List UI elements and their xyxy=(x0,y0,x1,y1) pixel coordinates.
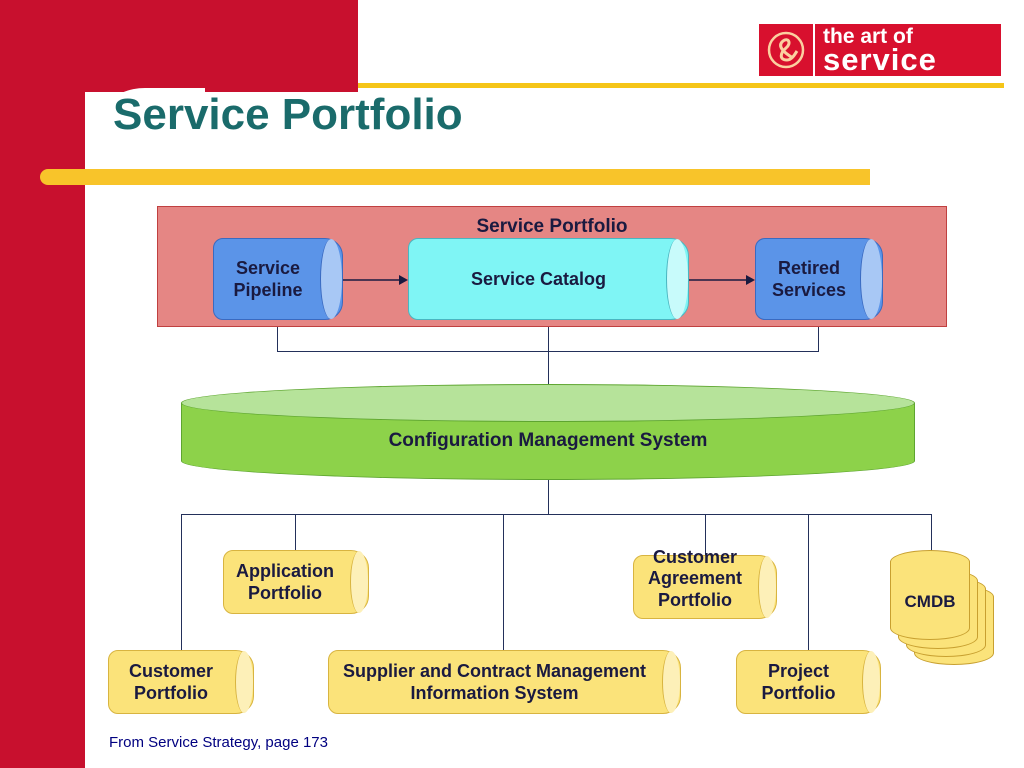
service-pipeline-label-line2: Pipeline xyxy=(233,280,303,300)
corner-curve xyxy=(85,88,205,208)
connector-line xyxy=(503,514,504,651)
project-portfolio-label-line2: Portfolio xyxy=(761,683,836,703)
logo-text-line1: the art of xyxy=(823,25,913,48)
service-catalog-label: Service Catalog xyxy=(470,268,607,289)
connector-line xyxy=(808,514,809,651)
service-pipeline-label-line1: Service xyxy=(235,257,301,278)
connector-line xyxy=(705,514,706,556)
cms-label: Configuration Management System xyxy=(388,430,708,451)
connector-line xyxy=(277,319,278,352)
customer-agreement-label-line3: Portfolio xyxy=(658,589,732,610)
connector-line xyxy=(548,319,549,385)
connector-line xyxy=(181,514,932,515)
cylinder-cap xyxy=(666,239,688,319)
ampersand-logo-icon xyxy=(759,24,815,76)
cylinder-cap xyxy=(860,239,882,319)
cms-disk-top xyxy=(181,384,915,422)
service-catalog-node: Service Catalog xyxy=(408,238,689,320)
connector-line xyxy=(818,319,819,352)
application-portfolio-label-line1: Application xyxy=(236,560,334,581)
supplier-label-line1: Supplier and Contract Management xyxy=(342,660,647,681)
connector-line xyxy=(548,478,549,514)
customer-agreement-label-line1: Customer xyxy=(652,546,737,567)
cylinder-cap xyxy=(320,239,342,319)
customer-portfolio-label-line2: Portfolio xyxy=(133,683,208,703)
cylinder-cap xyxy=(862,651,880,713)
cylinder-cap xyxy=(350,551,368,613)
customer-agreement-label-line2: Agreement xyxy=(647,568,743,589)
application-portfolio-label-line2: Portfolio xyxy=(248,583,322,603)
cmdb-label: CMDB xyxy=(904,592,956,611)
connector-line xyxy=(295,514,296,551)
top-brand-band xyxy=(85,0,358,92)
left-brand-band xyxy=(0,0,85,768)
title-underline-bar xyxy=(40,169,870,185)
cmdb-disk: CMDB xyxy=(890,550,970,640)
project-portfolio-label-line1: Project xyxy=(767,660,830,681)
retired-services-label-line1: Retired xyxy=(777,257,840,278)
arrow-pipeline-to-catalog xyxy=(343,275,408,285)
cylinder-cap xyxy=(662,651,680,713)
brand-logo: the art of service xyxy=(759,24,1001,76)
connector-line xyxy=(931,514,932,552)
cylinder-cap xyxy=(758,556,776,618)
page-title: Service Portfolio xyxy=(113,90,463,139)
supplier-label-line2: Information System xyxy=(410,683,579,703)
customer-portfolio-label-line1: Customer xyxy=(128,660,213,681)
cylinder-cap xyxy=(235,651,253,713)
source-citation: From Service Strategy, page 173 xyxy=(109,734,328,751)
connector-line xyxy=(181,514,182,651)
arrow-catalog-to-retired xyxy=(689,275,755,285)
service-portfolio-label: Service Portfolio xyxy=(476,216,628,237)
retired-services-label-line2: Services xyxy=(771,280,847,300)
top-accent-line xyxy=(358,83,1004,88)
logo-text-line2: service xyxy=(823,42,937,77)
